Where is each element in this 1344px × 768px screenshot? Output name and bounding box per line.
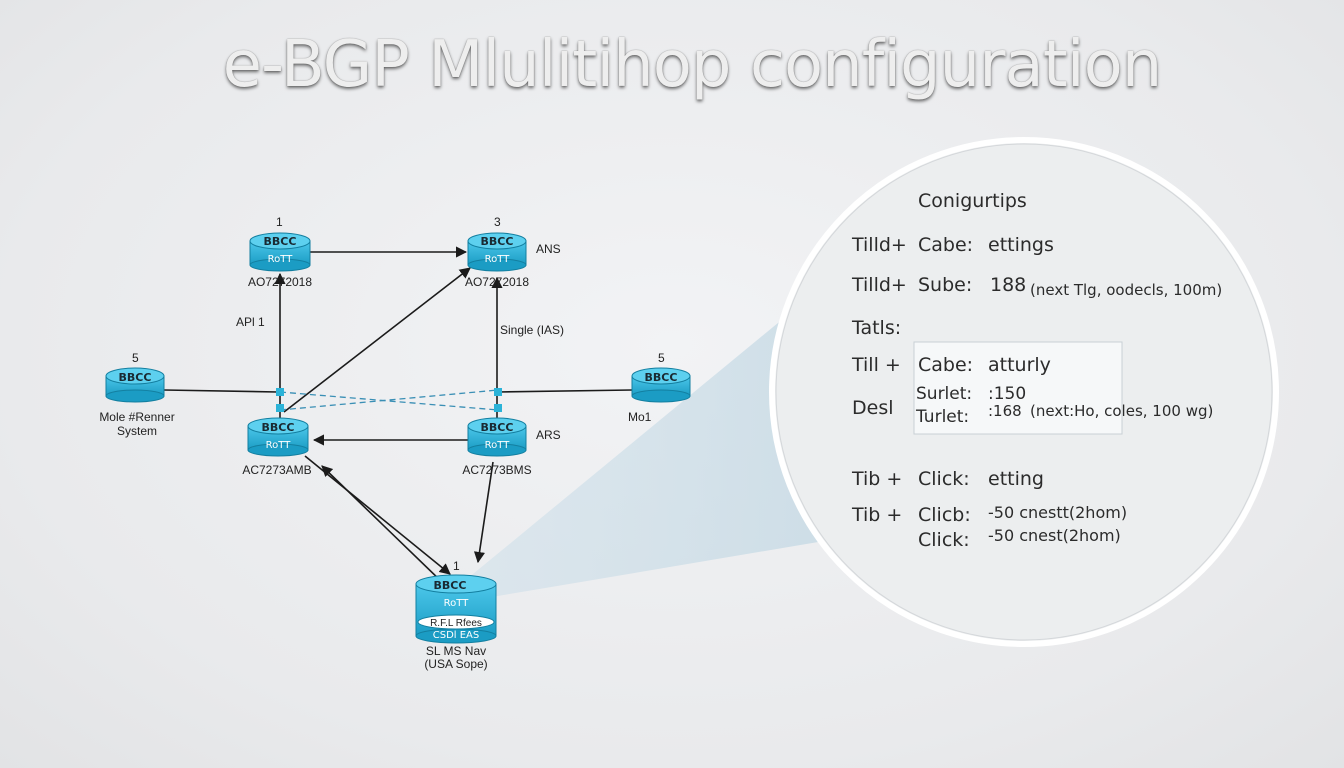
page-title: e-BGP Mlulitihop configuration bbox=[222, 28, 1163, 102]
svg-text:BBCC: BBCC bbox=[264, 235, 297, 248]
config-line-value: :150 bbox=[988, 384, 1026, 404]
router-label: Mo1 bbox=[628, 410, 652, 424]
svg-text:RoTT: RoTT bbox=[268, 254, 294, 265]
link-label-api: APl 1 bbox=[236, 315, 265, 329]
router-5-left[interactable]: 5 BBCC Mole #Renner System bbox=[99, 351, 174, 438]
config-line-left: Tib + bbox=[851, 504, 902, 526]
router-number: 3 bbox=[494, 215, 501, 229]
config-line-value: -50 cnest(2hom) bbox=[988, 526, 1121, 545]
router-side-label: ANS bbox=[536, 242, 561, 256]
link-junction bbox=[276, 388, 284, 396]
link-junction bbox=[276, 404, 284, 412]
router-label: Mole #Renner bbox=[99, 410, 174, 424]
router-label: (USA Sope) bbox=[424, 657, 487, 671]
link-rmr-rb bbox=[473, 461, 494, 564]
router-number: 1 bbox=[276, 215, 283, 229]
config-line-left: Till + bbox=[851, 354, 901, 376]
svg-text:BBCC: BBCC bbox=[645, 371, 678, 384]
config-line-key: Click: bbox=[918, 468, 970, 490]
router-icon bbox=[249, 232, 311, 250]
svg-text:RoTT: RoTT bbox=[266, 440, 292, 451]
router-number: 5 bbox=[132, 351, 139, 365]
router-number: 1 bbox=[453, 559, 460, 573]
router-1[interactable]: 1 BBCC RoTT AO7272018 bbox=[248, 215, 312, 289]
router-3[interactable]: 3 BBCC RoTT AO7272018 ANS bbox=[465, 215, 561, 289]
config-heading: Conigurtips bbox=[918, 190, 1027, 212]
config-line-extra: (next:Ho, coles, 100 wg) bbox=[1030, 402, 1213, 420]
svg-text:R.F.L Rfees: R.F.L Rfees bbox=[430, 618, 482, 629]
config-magnifier: Conigurtips Tilld+ Cabe: ettings Tilld+ … bbox=[769, 137, 1279, 647]
svg-text:BBCC: BBCC bbox=[481, 421, 514, 434]
config-line-left: Tilld+ bbox=[851, 234, 907, 256]
svg-text:CSDl EAS: CSDl EAS bbox=[433, 630, 480, 641]
router-label: SL MS Nav bbox=[426, 644, 486, 658]
router-5-right[interactable]: 5 BBCC Mo1 bbox=[628, 351, 691, 424]
router-middle-left[interactable]: BBCC RoTT AC7273AMB bbox=[242, 417, 312, 477]
config-line-key: Surlet: bbox=[916, 384, 972, 404]
svg-text:BBCC: BBCC bbox=[262, 421, 295, 434]
config-line-value: atturly bbox=[988, 354, 1051, 376]
router-number: 5 bbox=[658, 351, 665, 365]
router-label: AC7273AMB bbox=[242, 463, 311, 477]
svg-text:RoTT: RoTT bbox=[444, 598, 470, 609]
link-junction bbox=[494, 404, 502, 412]
config-line-key: Clicb: bbox=[918, 504, 971, 526]
link-rml-rb-b bbox=[321, 465, 445, 585]
config-line-left: Tilld+ bbox=[851, 274, 907, 296]
router-middle-right[interactable]: BBCC RoTT AC7273BMS ARS bbox=[462, 417, 561, 477]
svg-text:BBCC: BBCC bbox=[434, 579, 467, 592]
router-icon bbox=[247, 417, 309, 435]
config-line-key: Cabe: bbox=[918, 234, 973, 256]
config-highlight-box bbox=[913, 341, 1123, 435]
config-line-key: Cabe: bbox=[918, 354, 973, 376]
zoom-beam bbox=[456, 318, 830, 598]
router-icon bbox=[105, 367, 165, 385]
config-line-value: ettings bbox=[988, 234, 1054, 256]
config-line-value: 188 bbox=[990, 274, 1026, 296]
link-label-single: Single (IAS) bbox=[500, 323, 564, 337]
link-r5r bbox=[497, 389, 633, 393]
svg-text:RoTT: RoTT bbox=[485, 254, 511, 265]
config-line-value: :168 bbox=[988, 402, 1022, 420]
router-side-label: ARS bbox=[536, 428, 561, 442]
router-icon bbox=[467, 417, 527, 435]
config-line-left: Desl bbox=[852, 397, 894, 419]
config-line-value: -50 cnestt(2hom) bbox=[988, 503, 1127, 522]
link-rml-rb-a bbox=[304, 455, 451, 575]
router-icon bbox=[467, 232, 527, 250]
svg-text:BBCC: BBCC bbox=[481, 235, 514, 248]
svg-text:RoTT: RoTT bbox=[485, 440, 511, 451]
config-line-extra: (next Tlg, oodecls, 100m) bbox=[1030, 281, 1222, 299]
router-bottom[interactable]: 1 BBCC RoTT R.F.L Rfees CSDl EAS SL MS N… bbox=[415, 559, 497, 671]
config-line-value: etting bbox=[988, 468, 1044, 490]
dashed-multihop-links bbox=[279, 389, 499, 411]
link-rml-r3 bbox=[283, 267, 471, 413]
svg-text:BBCC: BBCC bbox=[119, 371, 152, 384]
router-label: AC7273BMS bbox=[462, 463, 531, 477]
config-line-left: Tatls: bbox=[851, 317, 901, 339]
config-line-key: Turlet: bbox=[915, 407, 969, 427]
config-line-key: Click: bbox=[918, 529, 970, 551]
router-label: AO7272018 bbox=[465, 275, 529, 289]
router-label: AO7272018 bbox=[248, 275, 312, 289]
config-line-key: Sube: bbox=[918, 274, 972, 296]
link-junction bbox=[494, 388, 502, 396]
link-r5l bbox=[163, 389, 279, 393]
router-icon bbox=[415, 574, 497, 594]
config-line-left: Tib + bbox=[851, 468, 902, 490]
router-label: System bbox=[117, 424, 157, 438]
router-icon bbox=[631, 367, 691, 385]
